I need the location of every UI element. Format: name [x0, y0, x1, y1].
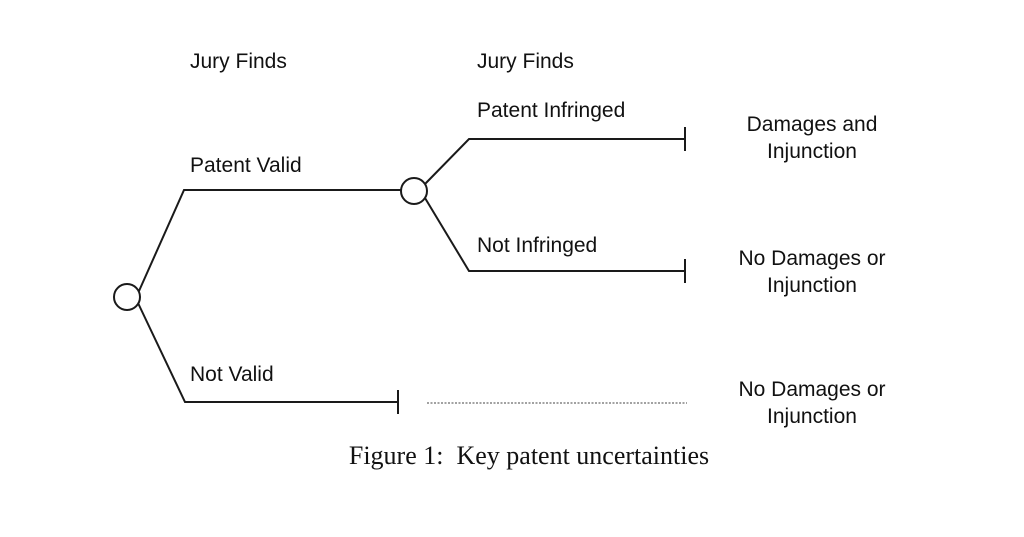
- stage2-header: Jury Finds: [477, 50, 574, 73]
- outcome-damages-and-injunction: Damages and Injunction: [746, 113, 878, 163]
- branch-label-patent-valid: Patent Valid: [190, 154, 302, 177]
- patent-valid-branch-line: [138, 189, 401, 292]
- outcome-no-damages-not-infringed: No Damages or Injunction: [738, 247, 886, 297]
- validity-chance-node-circle: [113, 283, 141, 311]
- branch-label-not-valid: Not Valid: [190, 363, 274, 386]
- stage1-header: Jury Finds: [190, 50, 287, 73]
- branch-label-not-infringed: Not Infringed: [477, 234, 598, 257]
- infringement-chance-node-circle: [400, 177, 428, 205]
- figure-caption: Figure 1: Key patent uncertainties: [348, 441, 710, 470]
- outcome-no-damages-not-valid: No Damages or Injunction: [738, 378, 886, 428]
- patent-infringed-branch-line: [424, 138, 685, 185]
- not-infringed-branch-line: [424, 197, 685, 272]
- branch-label-patent-infringed: Patent Infringed: [477, 99, 626, 122]
- not-valid-branch-line: [137, 302, 398, 403]
